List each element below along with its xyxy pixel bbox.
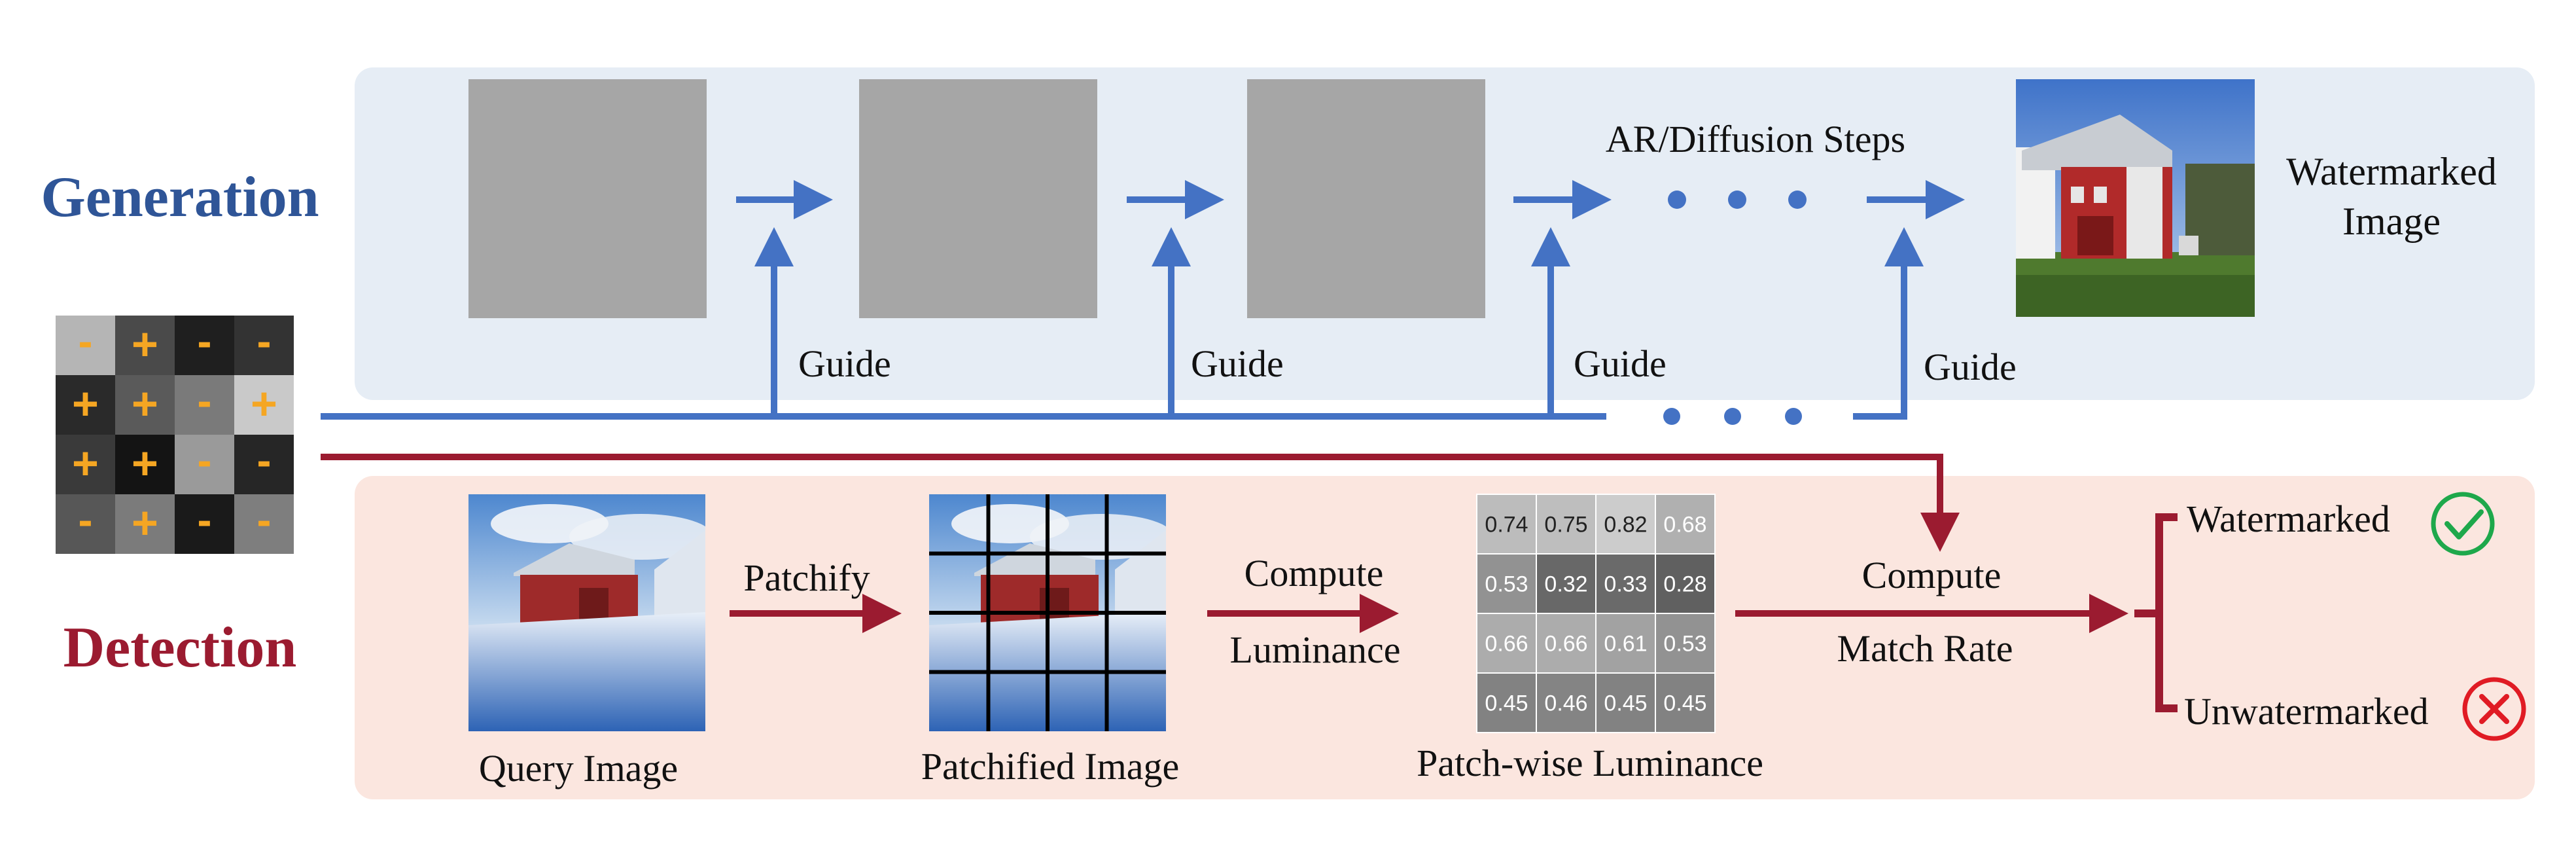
query-image-label: Query Image (479, 747, 678, 790)
detection-title: Detection (63, 616, 297, 680)
key-sign: + (251, 378, 277, 429)
result-unwatermarked-label: Unwatermarked (2184, 690, 2429, 733)
compute-match-line1: Compute (1862, 554, 2002, 596)
key-to-detection-line (321, 454, 1960, 553)
detection-panel (355, 476, 2535, 799)
luminance-value: 0.53 (1485, 572, 1528, 597)
key-sign: - (198, 436, 212, 484)
generation-ellipsis (1668, 191, 1807, 209)
luminance-value: 0.33 (1604, 572, 1647, 597)
check-icon (2431, 492, 2495, 556)
decision-bracket (2134, 513, 2178, 712)
luminance-value: 0.45 (1604, 691, 1647, 716)
watermarked-image (2016, 79, 2255, 317)
luminance-cell (1476, 672, 1537, 733)
luminance-value: 0.53 (1663, 632, 1706, 657)
patch-grid (929, 494, 1166, 731)
key-cell (115, 435, 175, 494)
key-sign: + (132, 498, 158, 549)
luminance-label: Patch-wise Luminance (1417, 742, 1763, 784)
luminance-value: 0.74 (1485, 513, 1528, 537)
luminance-cell (1536, 613, 1597, 674)
luminance-value: 0.82 (1604, 513, 1647, 537)
key-cell (234, 494, 294, 554)
steps-label: AR/Diffusion Steps (1606, 118, 1905, 160)
result-watermarked-label: Watermarked (2187, 498, 2390, 540)
luminance-cell (1655, 553, 1716, 614)
luminance-cell (1536, 553, 1597, 614)
luminance-cell (1655, 494, 1716, 555)
watermark-key-pattern: -+--++-+++---+-- (56, 316, 294, 554)
key-sign: - (257, 317, 272, 365)
key-sign: + (72, 438, 99, 489)
key-sign: - (79, 496, 93, 544)
luminance-cell (1655, 613, 1716, 674)
cross-icon (2462, 677, 2526, 741)
key-sign: + (132, 438, 158, 489)
luminance-value: 0.32 (1544, 572, 1587, 597)
luminance-value: 0.75 (1544, 513, 1587, 537)
key-cell (56, 435, 115, 494)
luminance-cell (1655, 672, 1716, 733)
output-label-line2: Image (2342, 200, 2441, 243)
guide-label-4: Guide (1924, 346, 2017, 388)
key-cell (56, 316, 115, 375)
luminance-cell (1536, 672, 1597, 733)
patchified-image-label: Patchified Image (921, 745, 1180, 788)
key-cell (56, 494, 115, 554)
luminance-value: 0.45 (1663, 691, 1706, 716)
compute-luminance-line2: Luminance (1230, 628, 1401, 671)
key-cell (175, 494, 234, 554)
key-cell (175, 316, 234, 375)
luminance-value: 0.61 (1604, 632, 1647, 657)
compute-match-line2: Match Rate (1837, 627, 2013, 670)
generation-step-3 (1247, 79, 1485, 318)
key-cell (234, 435, 294, 494)
generation-step-1 (468, 79, 707, 318)
guide-label-2: Guide (1191, 342, 1284, 385)
key-cell (115, 375, 175, 435)
key-cell (175, 435, 234, 494)
luminance-value: 0.45 (1485, 691, 1528, 716)
output-label-line1: Watermarked (2286, 150, 2497, 193)
luminance-value: 0.46 (1544, 691, 1587, 716)
generation-step-2 (859, 79, 1097, 318)
key-sign: - (198, 376, 212, 425)
key-cell (234, 375, 294, 435)
key-sign: - (198, 496, 212, 544)
key-sign: + (132, 378, 158, 429)
key-cell (175, 375, 234, 435)
luminance-value: 0.66 (1485, 632, 1528, 657)
key-sign: - (79, 317, 93, 365)
key-sign: - (257, 436, 272, 484)
query-image (468, 494, 705, 731)
guide-ellipsis (1663, 408, 1802, 425)
guide-label-3: Guide (1574, 342, 1667, 385)
luminance-value: 0.68 (1663, 513, 1706, 537)
key-sign: + (72, 378, 99, 429)
compute-luminance-line1: Compute (1244, 552, 1384, 594)
key-sign: - (198, 317, 212, 365)
patch-luminance-grid: 0.74 0.75 0.82 0.68 0.53 0.32 0.33 0.28 0.66 0.66… (1476, 494, 1716, 733)
key-cell (234, 316, 294, 375)
luminance-cell (1536, 494, 1597, 555)
key-cell (115, 494, 175, 554)
key-sign: - (257, 496, 272, 544)
guide-lines (321, 227, 1924, 420)
luminance-cell (1595, 553, 1656, 614)
luminance-value: 0.66 (1544, 632, 1587, 657)
guide-label-1: Guide (798, 342, 891, 385)
luminance-value: 0.28 (1663, 572, 1706, 597)
key-sign: + (132, 319, 158, 370)
key-cell (115, 316, 175, 375)
patchify-label: Patchify (743, 556, 870, 599)
generation-title: Generation (41, 166, 319, 229)
key-cell (56, 375, 115, 435)
luminance-cell (1476, 494, 1537, 555)
